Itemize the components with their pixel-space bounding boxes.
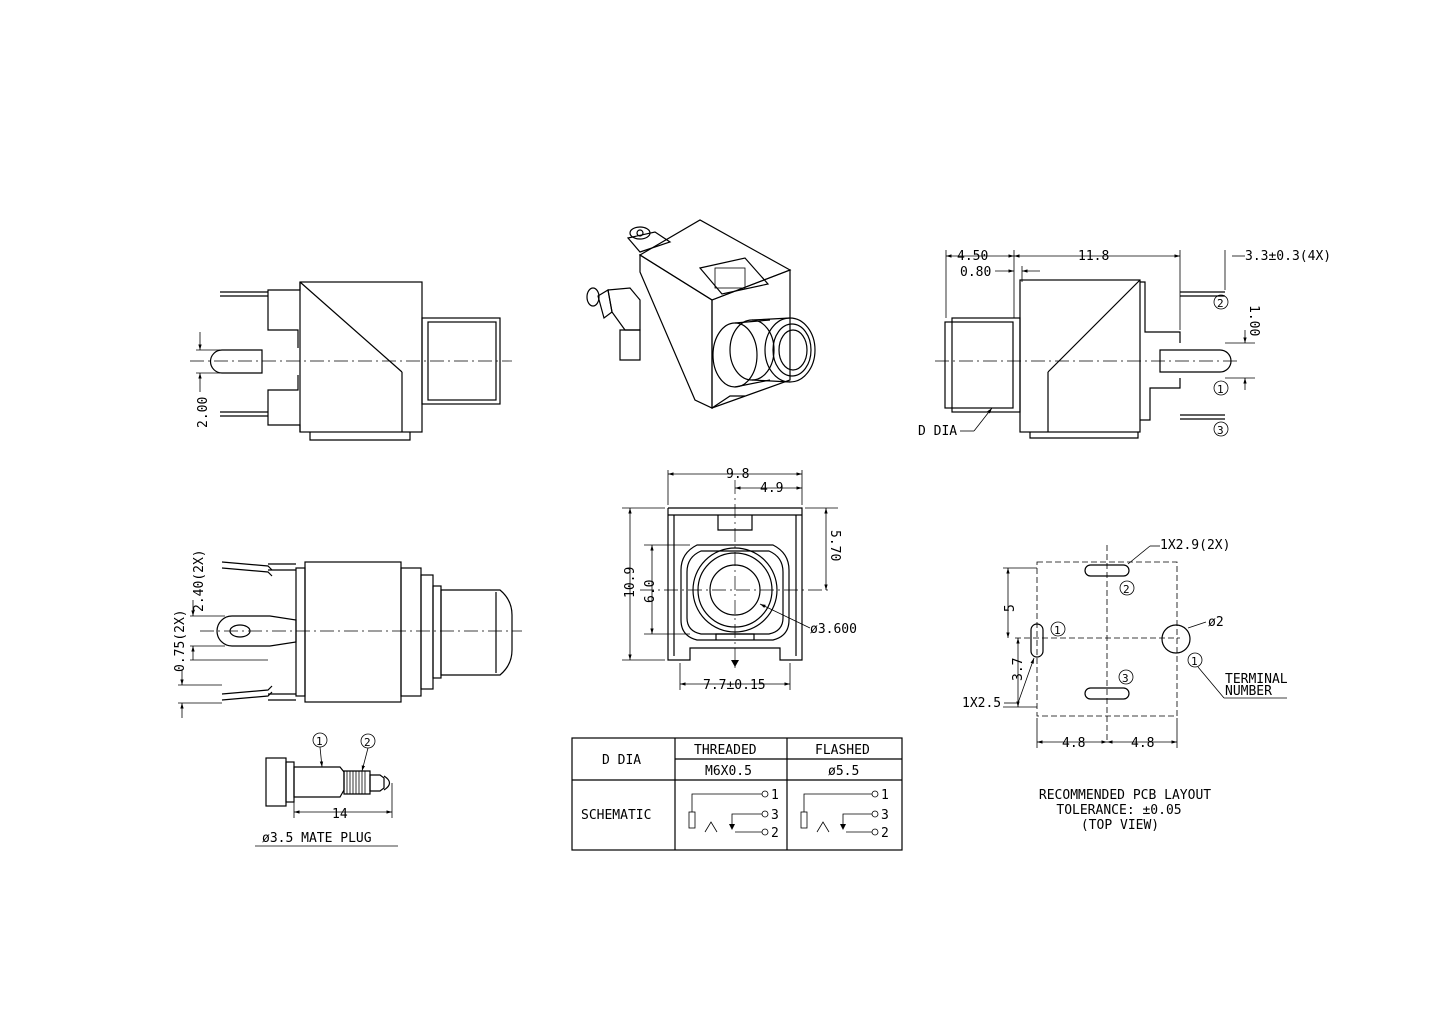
terminal-2-callout: 2 — [1217, 297, 1224, 310]
dim-0-80: 0.80 — [960, 265, 991, 280]
dim-1-00: 1.00 — [1246, 305, 1261, 336]
plug-callout-2: 2 — [364, 736, 371, 749]
mate-plug: 14 1 2 ø3.5 MATE PLUG — [255, 732, 398, 847]
pcb-caption-3: (TOP VIEW) — [1081, 818, 1159, 833]
pin-1-threaded: 1 — [771, 788, 779, 803]
schematic-threaded: 1 3 2 — [688, 788, 779, 841]
plug-knurling — [346, 771, 366, 794]
spec-table: D DIA THREADED FLASHED M6X0.5 ø5.5 SCHEM… — [571, 737, 903, 851]
dim-1x2-9: 1X2.9(2X) — [1160, 538, 1230, 553]
pad-2-number: 2 — [1123, 583, 1130, 596]
table-d-dia: D DIA — [602, 753, 641, 768]
dim-2-40: 2.40(2X) — [192, 549, 207, 612]
dim-3-7: 3.7 — [1011, 658, 1026, 681]
dim-dia-3-600: ø3.600 — [810, 622, 857, 637]
terminal-label-2: NUMBER — [1225, 684, 1272, 699]
table-schematic: SCHEMATIC — [581, 808, 651, 823]
table-threaded: THREADED — [694, 743, 757, 758]
pin-1-flashed: 1 — [881, 788, 889, 803]
dim-dia-2: ø2 — [1208, 615, 1224, 630]
d-dia-label: D DIA — [918, 424, 957, 439]
table-flashed: FLASHED — [815, 743, 870, 758]
table-m6x0-5: M6X0.5 — [705, 764, 752, 779]
isometric-view — [586, 219, 816, 409]
terminal-1-callout: 1 — [1217, 383, 1224, 396]
pin-2-flashed: 2 — [881, 826, 889, 841]
side-view-left: 2.00 — [190, 281, 512, 441]
pad-1-number: 1 — [1054, 624, 1061, 637]
dim-14: 14 — [332, 807, 348, 822]
dim-5: 5 — [1003, 604, 1018, 612]
dim-4-9: 4.9 — [760, 481, 783, 496]
terminal-3-callout: 3 — [1217, 424, 1224, 437]
front-view: 9.8 4.9 5.70 10.9 6.0 ø3.600 7.7±0.15 — [622, 467, 857, 693]
dim-10-9: 10.9 — [623, 567, 638, 598]
dim-7-7: 7.7±0.15 — [703, 678, 766, 693]
pcb-caption-1: RECOMMENDED PCB LAYOUT — [1039, 788, 1211, 803]
dim-9-8: 9.8 — [726, 467, 749, 482]
dim-1x2-5: 1X2.5 — [962, 696, 1001, 711]
pcb-caption-2: TOLERANCE: ±0.05 — [1056, 803, 1181, 818]
dim-4-50: 4.50 — [957, 249, 988, 264]
table-dia-5-5: ø5.5 — [828, 764, 859, 779]
dim-4-8-right: 4.8 — [1131, 736, 1154, 751]
dim-3-3: 3.3±0.3(4X) — [1245, 249, 1331, 264]
dim-11-8: 11.8 — [1078, 249, 1109, 264]
side-view-right: 4.50 0.80 11.8 3.3±0.3(4X) 1.00 D DIA 2 … — [918, 249, 1331, 439]
pin-2-threaded: 2 — [771, 826, 779, 841]
mate-plug-title: ø3.5 MATE PLUG — [262, 831, 372, 846]
pin-3-threaded: 3 — [771, 808, 779, 823]
dim-4-8-left: 4.8 — [1062, 736, 1085, 751]
terminal-number-callout: 1 — [1191, 655, 1198, 668]
pin-3-flashed: 3 — [881, 808, 889, 823]
schematic-flashed: 1 3 2 — [800, 788, 889, 841]
bottom-view-left: 2.40(2X) 0.75(2X) — [173, 549, 522, 718]
terminal-label-1: TERMINAL — [1225, 672, 1288, 687]
dim-6-0: 6.0 — [643, 580, 658, 603]
dim-2-00: 2.00 — [196, 397, 211, 428]
pcb-layout: 1X2.9(2X) ø2 5 3.7 1X2.5 4.8 4.8 2 1 3 1… — [962, 538, 1288, 833]
pad-3-number: 3 — [1122, 672, 1129, 685]
dim-5-70: 5.70 — [827, 530, 842, 561]
dim-0-75: 0.75(2X) — [173, 609, 188, 672]
plug-callout-1: 1 — [316, 735, 323, 748]
